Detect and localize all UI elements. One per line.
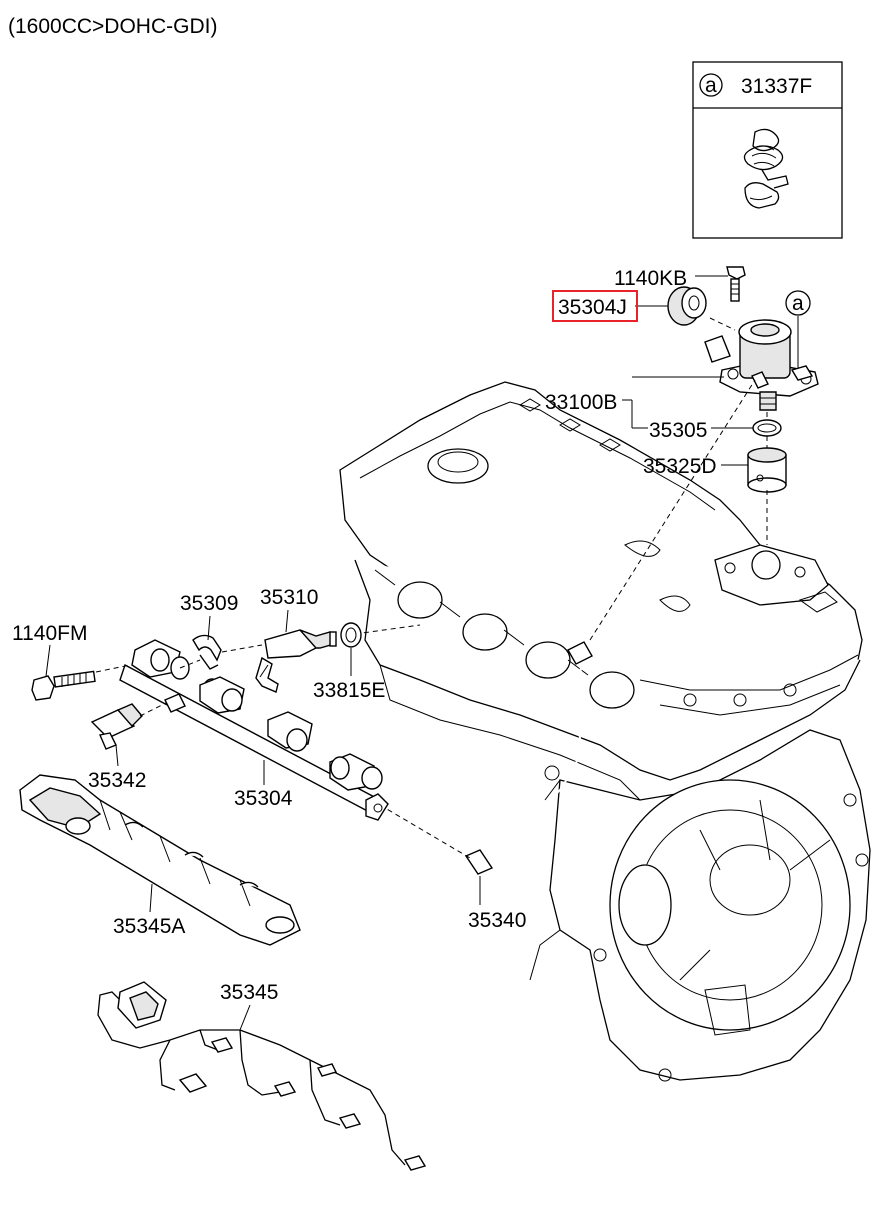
label-35304[interactable]: 35304 [234, 787, 293, 810]
wire-clip-icon [743, 128, 789, 209]
fuel-pump-33100B [704, 319, 819, 411]
label-35342[interactable]: 35342 [88, 769, 146, 792]
label-35304J[interactable]: 35304J [558, 296, 627, 319]
label-1140KB[interactable]: 1140KB [614, 267, 687, 290]
injector-35310 [255, 629, 337, 693]
cap-35304J [667, 286, 707, 326]
inset-box-31337F: a 31337F [692, 61, 843, 239]
pressure-sensor-35342 [90, 693, 186, 750]
ref-letter-a: a [792, 292, 804, 315]
label-35345[interactable]: 35345 [220, 981, 278, 1004]
bolt-1140FM [31, 670, 96, 701]
label-1140FM[interactable]: 1140FM [12, 622, 87, 645]
engine-spec-title: (1600CC>DOHC-GDI) [8, 15, 217, 38]
fuel-rail-35304 [119, 639, 389, 821]
label-35340[interactable]: 35340 [468, 909, 526, 932]
leader-lines [45, 275, 799, 1031]
injector-cover-35345A [19, 774, 301, 946]
inset-part-number[interactable]: 31337F [741, 75, 812, 98]
inset-ref-letter: a [705, 74, 717, 97]
label-35325D[interactable]: 35325D [643, 455, 717, 478]
fuel-pipe-35340 [464, 641, 593, 875]
lifter-35325D [747, 447, 787, 493]
label-33100B[interactable]: 33100B [545, 391, 617, 414]
inset-ref-circle [699, 73, 723, 97]
label-35310[interactable]: 35310 [260, 586, 318, 609]
label-33815E[interactable]: 33815E [313, 679, 385, 702]
o-ring-35305 [752, 419, 782, 437]
seal-33815E [340, 622, 362, 648]
label-35345A[interactable]: 35345A [113, 915, 185, 938]
label-35305[interactable]: 35305 [649, 419, 707, 442]
bolt-1140KB [726, 266, 746, 302]
highlight-box-35304J [552, 290, 638, 322]
engine-block-transmission [529, 729, 871, 1082]
ref-circle-a [785, 290, 811, 316]
clip-35309 [192, 634, 222, 670]
wiring-harness-35345 [97, 981, 427, 1171]
label-35309[interactable]: 35309 [180, 592, 238, 615]
engine-cylinder-head [339, 381, 863, 801]
